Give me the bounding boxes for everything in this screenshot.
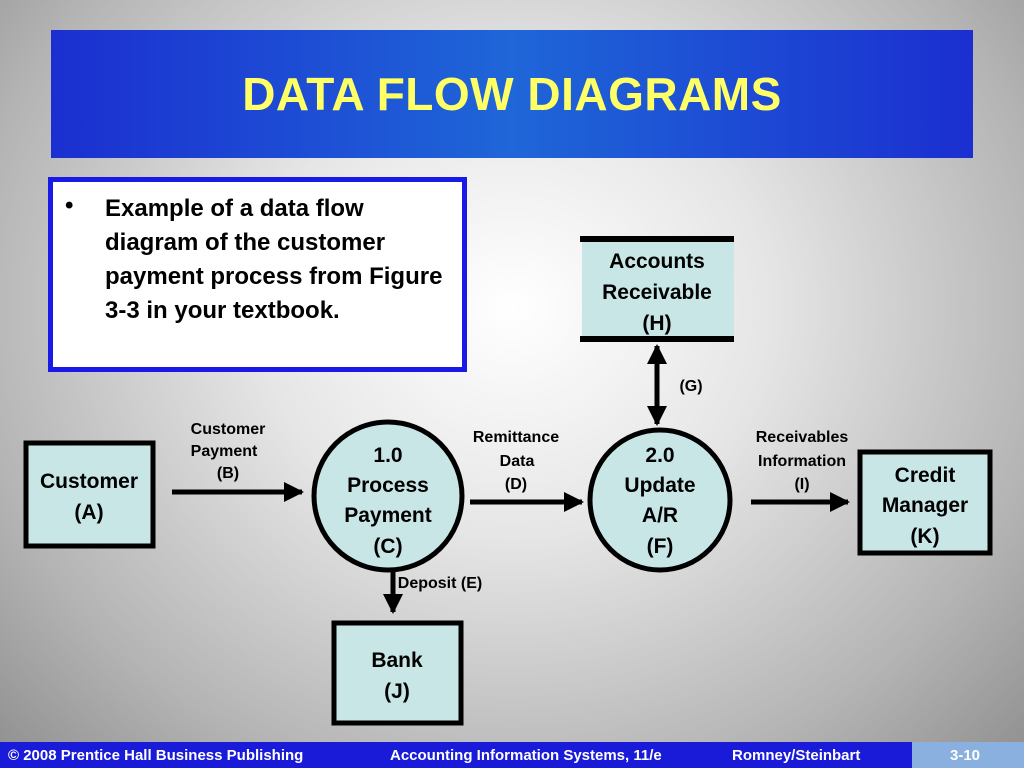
- page-number-box: [912, 742, 1024, 768]
- flow-b-line2: Payment: [191, 443, 258, 460]
- flow-b-line3: (B): [217, 465, 239, 482]
- process1-line4: (C): [373, 535, 402, 558]
- process2-line4: (F): [647, 535, 674, 558]
- bank-line2: (J): [384, 680, 410, 703]
- credit-manager-line3: (K): [910, 525, 939, 548]
- entity-bank: Bank (J): [331, 620, 464, 726]
- flow-i-line2: Information: [758, 453, 846, 470]
- page-number: 3-10: [950, 747, 981, 764]
- flow-b-line1: Customer: [191, 421, 266, 438]
- process2-line1: 2.0: [645, 444, 674, 467]
- flow-remittance-data: Remittance Data (D): [470, 429, 584, 512]
- slide-title: DATA FLOW DIAGRAMS: [242, 68, 782, 120]
- credit-manager-line2: Manager: [882, 494, 968, 517]
- flow-g-label: (G): [679, 378, 702, 395]
- flow-receivables-information: Receivables Information (I): [751, 429, 850, 512]
- flow-i-line3: (I): [794, 476, 809, 493]
- process1-line2: Process: [347, 474, 429, 497]
- process2-line2: Update: [624, 474, 695, 497]
- process-update-ar: 2.0 Update A/R (F): [587, 427, 733, 573]
- flow-deposit: Deposit (E): [383, 570, 482, 614]
- process-payment: 1.0 Process Payment (C): [311, 419, 465, 573]
- flow-d-line2: Data: [500, 453, 535, 470]
- flow-i-line1: Receivables: [756, 429, 849, 446]
- entity-credit-manager: Credit Manager (K): [857, 449, 993, 556]
- bullet-text: Example of a data flow diagram of the cu…: [105, 195, 443, 324]
- entity-customer: Customer (A): [23, 440, 156, 549]
- flow-d-line3: (D): [505, 476, 527, 493]
- title-banner: DATA FLOW DIAGRAMS: [51, 30, 973, 158]
- credit-manager-line1: Credit: [895, 464, 956, 487]
- bullet-box: • Example of a data flow diagram of the …: [48, 177, 467, 372]
- ar-line3: (H): [642, 312, 671, 335]
- entity-customer-line1: Customer: [40, 470, 138, 493]
- flow-g: (G): [647, 344, 703, 426]
- datastore-accounts-receivable: Accounts Receivable (H): [580, 236, 734, 342]
- bullet-symbol: •: [65, 192, 74, 219]
- process1-line3: Payment: [344, 504, 432, 527]
- footer-authors: Romney/Steinbart: [732, 747, 861, 764]
- ar-line1: Accounts: [609, 250, 705, 273]
- flow-e-label: Deposit (E): [398, 575, 482, 592]
- ar-line2: Receivable: [602, 281, 712, 304]
- footer-book-title: Accounting Information Systems, 11/e: [390, 747, 662, 764]
- footer-bar: © 2008 Prentice Hall Business Publishing…: [0, 742, 1024, 768]
- process2-line3: A/R: [642, 504, 678, 527]
- flow-customer-payment: Customer Payment (B): [172, 421, 304, 502]
- data-flow-diagram: Customer (A) Customer Payment (B) 1.0 Pr…: [23, 236, 993, 726]
- footer-copyright: © 2008 Prentice Hall Business Publishing: [8, 747, 304, 764]
- process1-line1: 1.0: [373, 444, 402, 467]
- bank-line1: Bank: [371, 649, 423, 672]
- entity-customer-line2: (A): [74, 501, 103, 524]
- flow-d-line1: Remittance: [473, 429, 559, 446]
